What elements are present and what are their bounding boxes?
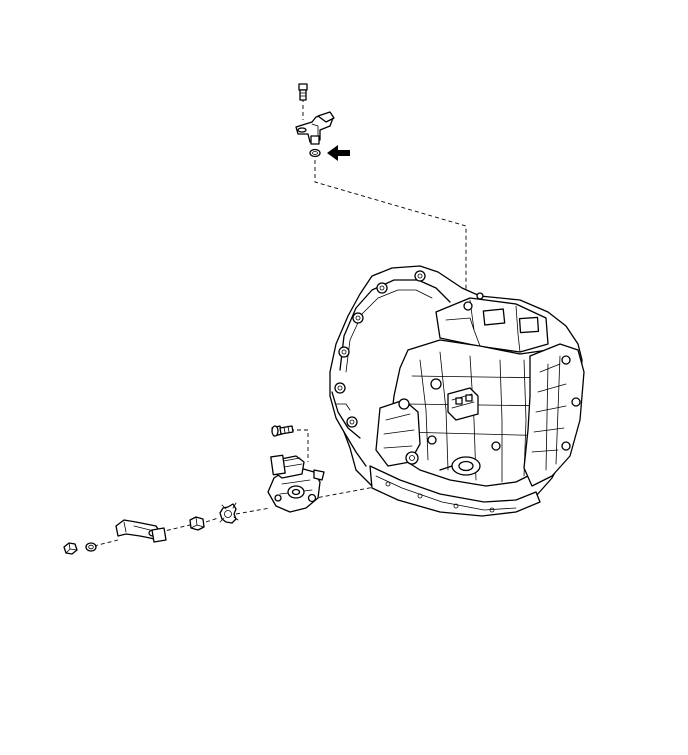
o-ring-icon <box>309 148 321 158</box>
hex-nut-icon <box>189 516 205 531</box>
replace-part-arrow-icon <box>327 145 350 161</box>
control-shaft-lever-icon <box>115 519 167 543</box>
park-neutral-position-switch-icon <box>267 454 325 513</box>
guide-line-speed-sensor <box>314 160 467 300</box>
guide-line-switch-bolt <box>290 429 309 462</box>
upper-housing <box>435 297 549 353</box>
speed-sensor-bolt-icon <box>298 83 308 101</box>
side-cover <box>523 343 585 487</box>
transaxle-assembly-icon <box>329 265 585 517</box>
lock-washer-icon <box>219 502 239 524</box>
wiring-connector <box>447 387 479 421</box>
assembly-guide-lines <box>93 98 467 547</box>
guide-line-control-shaft <box>93 485 381 547</box>
oil-pan <box>369 465 541 517</box>
flange-bolt-bosses <box>334 270 426 428</box>
washer-icon <box>85 542 97 552</box>
speed-sensor-icon <box>295 111 335 145</box>
switch-bolt-icon <box>271 425 294 437</box>
lever-nut-icon <box>63 542 78 555</box>
